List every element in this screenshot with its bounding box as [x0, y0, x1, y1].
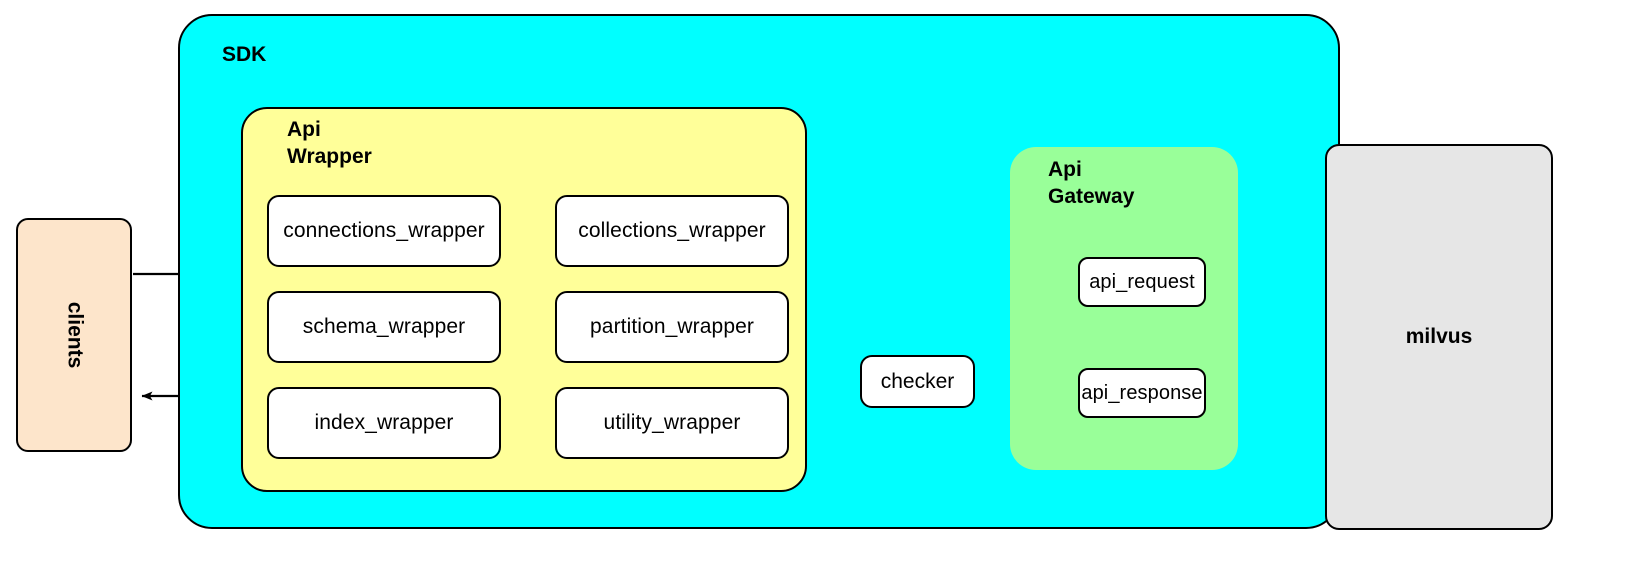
box-api-request[interactable]: api_request	[1078, 257, 1206, 307]
checker-label: checker	[880, 369, 955, 393]
box-index-wrapper[interactable]: index_wrapper	[267, 387, 501, 459]
box-schema-wrapper[interactable]: schema_wrapper	[267, 291, 501, 363]
api-wrapper-title: Api Wrapper	[287, 118, 372, 168]
schema-wrapper-label: schema_wrapper	[302, 315, 466, 338]
node-milvus[interactable]: milvus	[1325, 144, 1553, 530]
container-api-wrapper[interactable]: Api Wrapper connections_wrapper collecti…	[241, 107, 807, 492]
box-utility-wrapper[interactable]: utility_wrapper	[555, 387, 789, 459]
partition-wrapper-label: partition_wrapper	[590, 315, 754, 338]
box-collections-wrapper[interactable]: collections_wrapper	[555, 195, 789, 267]
connections-wrapper-label: connections_wrapper	[283, 219, 485, 242]
utility-wrapper-label: utility_wrapper	[603, 411, 741, 434]
api-gateway-title: Api Gateway	[1048, 158, 1135, 208]
clients-label: clients	[63, 301, 86, 369]
api-response-label: api_response	[1081, 381, 1203, 404]
index-wrapper-label: index_wrapper	[314, 411, 454, 434]
box-partition-wrapper[interactable]: partition_wrapper	[555, 291, 789, 363]
milvus-label: milvus	[1405, 325, 1473, 348]
node-clients[interactable]: clients	[16, 218, 132, 452]
collections-wrapper-label: collections_wrapper	[578, 219, 766, 242]
box-checker[interactable]: checker	[860, 355, 975, 408]
container-api-gateway[interactable]: Api Gateway api_request api_response	[1010, 147, 1238, 470]
box-api-response[interactable]: api_response	[1078, 368, 1206, 418]
sdk-title: SDK	[222, 43, 267, 66]
box-connections-wrapper[interactable]: connections_wrapper	[267, 195, 501, 267]
api-request-label: api_request	[1089, 270, 1195, 293]
